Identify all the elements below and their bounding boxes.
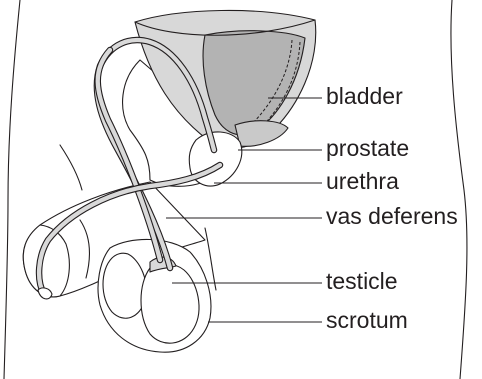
urethra-label: urethra — [326, 170, 399, 193]
abdomen-fold — [60, 145, 82, 190]
bladder-label: bladder — [326, 85, 403, 108]
left-hip-outline — [4, 0, 20, 379]
right-hip-outline — [451, 0, 467, 379]
prostate-label: prostate — [326, 137, 409, 160]
bladder-interior — [203, 31, 305, 135]
seminal-vesicle — [235, 121, 288, 147]
vas-deferens-label: vas deferens — [326, 205, 458, 228]
testicle-label: testicle — [326, 270, 398, 293]
scrotum-label: scrotum — [326, 309, 408, 332]
